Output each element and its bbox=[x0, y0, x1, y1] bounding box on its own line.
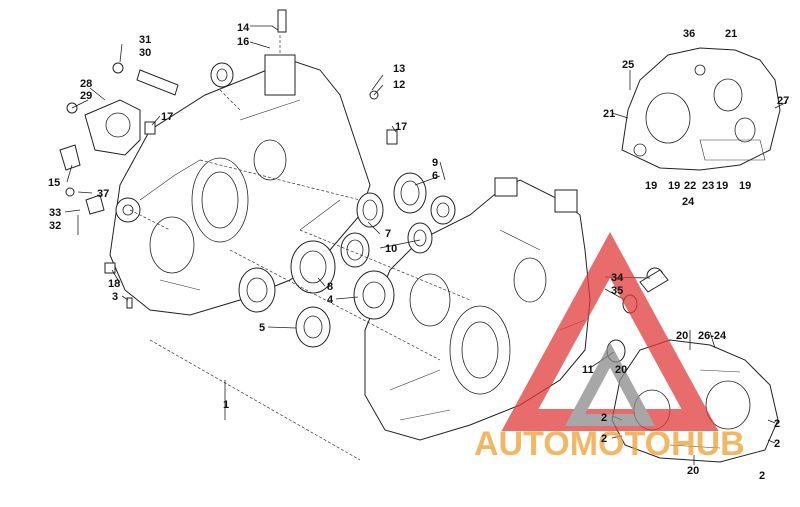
callout-37: 37 bbox=[97, 188, 109, 200]
callout-13: 13 bbox=[393, 63, 405, 75]
callout-18: 18 bbox=[108, 278, 120, 290]
callout-19-d: 19 bbox=[739, 180, 751, 192]
callout-2-a: 2 bbox=[601, 412, 607, 424]
callout-23: 23 bbox=[702, 180, 714, 192]
right-crankcase-half bbox=[364, 177, 591, 441]
callout-19-c: 19 bbox=[716, 180, 728, 192]
callout-34: 34 bbox=[611, 272, 624, 284]
callout-24-top: 24 bbox=[682, 196, 695, 208]
callout-14: 14 bbox=[237, 22, 250, 34]
callout-1: 1 bbox=[223, 399, 229, 411]
callout-17-right: 17 bbox=[395, 121, 407, 133]
callout-11: 11 bbox=[582, 364, 594, 376]
callout-labels: 14 16 31 30 28 29 17 13 12 17 15 37 33 3… bbox=[48, 22, 789, 482]
callout-21-top: 21 bbox=[725, 28, 737, 40]
callout-35: 35 bbox=[611, 285, 623, 297]
guide-lines bbox=[129, 35, 471, 461]
callout-2-e: 2 bbox=[759, 470, 765, 482]
callout-36: 36 bbox=[683, 28, 695, 40]
callout-4: 4 bbox=[327, 294, 334, 306]
callout-16: 16 bbox=[237, 36, 249, 48]
callout-30: 30 bbox=[139, 47, 151, 59]
callout-28: 28 bbox=[80, 78, 92, 90]
watermark-text: AUTOMOTOHUB bbox=[474, 425, 745, 463]
callout-2-b: 2 bbox=[601, 433, 607, 445]
callout-20-right: 20 bbox=[676, 330, 688, 342]
callout-19-b: 19 bbox=[668, 180, 680, 192]
callout-6: 6 bbox=[432, 170, 438, 182]
callout-31: 31 bbox=[139, 34, 151, 46]
callout-26-24: 26-24 bbox=[698, 330, 727, 342]
callout-25: 25 bbox=[622, 59, 634, 71]
callout-20-middle: 20 bbox=[615, 364, 627, 376]
callout-8: 8 bbox=[327, 281, 333, 293]
callout-15: 15 bbox=[48, 177, 60, 189]
callout-21-left: 21 bbox=[603, 108, 615, 120]
callout-10: 10 bbox=[385, 243, 397, 255]
callout-2-c: 2 bbox=[774, 418, 780, 430]
callout-19-a: 19 bbox=[645, 180, 657, 192]
callout-5: 5 bbox=[259, 322, 265, 334]
callout-20-bottom: 20 bbox=[687, 465, 699, 477]
automotohub-watermark: AUTOMOTOHUB bbox=[474, 232, 745, 463]
callout-27: 27 bbox=[777, 95, 789, 107]
callout-3: 3 bbox=[112, 291, 118, 303]
callout-9: 9 bbox=[432, 157, 438, 169]
callout-17-left: 17 bbox=[161, 111, 173, 123]
callout-29: 29 bbox=[80, 90, 92, 102]
callout-33: 33 bbox=[49, 207, 61, 219]
callout-2-d: 2 bbox=[774, 438, 780, 450]
callout-22: 22 bbox=[684, 180, 696, 192]
callout-12: 12 bbox=[393, 79, 405, 91]
assembled-case-top-view bbox=[621, 47, 781, 171]
callout-32: 32 bbox=[49, 220, 61, 232]
callout-7: 7 bbox=[385, 228, 391, 240]
bearings bbox=[210, 62, 638, 363]
